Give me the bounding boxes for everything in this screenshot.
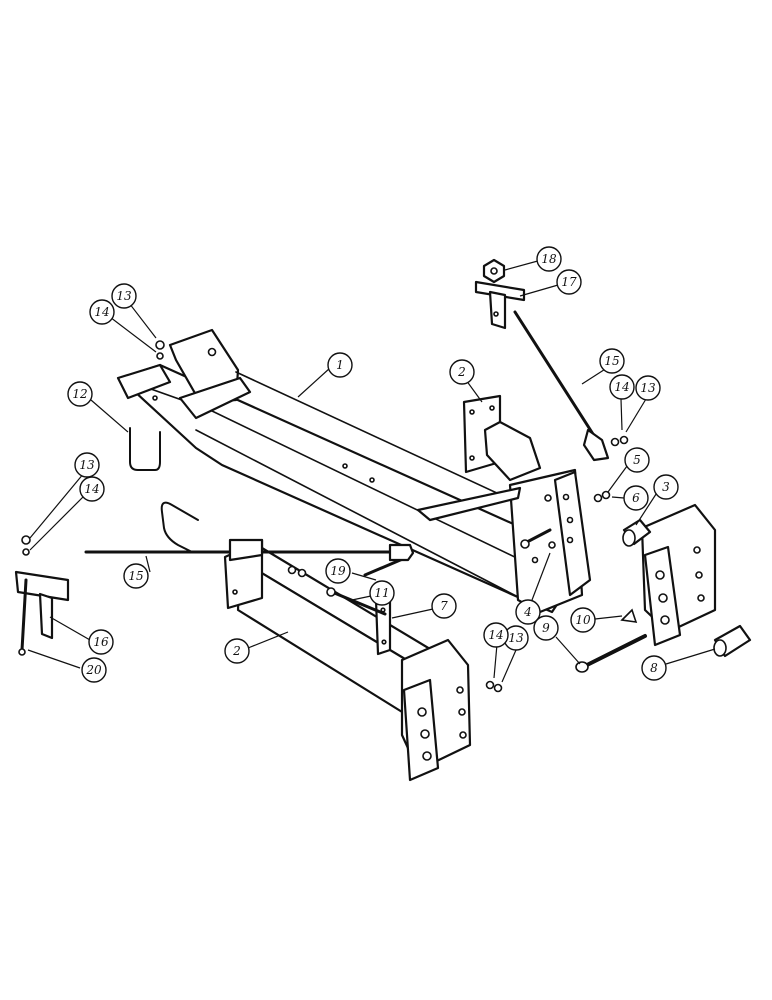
callout-8: 8 — [641, 655, 667, 681]
callout-13-top-left: 13 — [111, 283, 137, 309]
svg-text:9: 9 — [542, 621, 550, 635]
upper-crossbar-tube — [462, 394, 542, 482]
callout-5: 5 — [624, 447, 650, 473]
lower-mount-bracket — [400, 638, 472, 782]
svg-text:14: 14 — [614, 380, 629, 394]
svg-text:6: 6 — [632, 491, 640, 505]
callout-19: 19 — [325, 558, 351, 584]
nut-washer-group-f — [485, 680, 503, 693]
adjusting-rod-upper — [513, 310, 610, 462]
svg-text:8: 8 — [650, 661, 658, 675]
svg-text:14: 14 — [84, 482, 99, 496]
callout-2-lower: 2 — [224, 638, 250, 664]
svg-text:14: 14 — [488, 628, 503, 642]
callout-15-lower: 15 — [123, 563, 149, 589]
nut-washer-group-a — [155, 340, 165, 360]
callout-2-upper: 2 — [449, 359, 475, 385]
leader-lines — [27, 258, 716, 683]
callout-6: 6 — [623, 485, 649, 511]
svg-text:2: 2 — [232, 644, 241, 658]
u-bolt-left — [116, 363, 172, 471]
callout-18: 18 — [536, 246, 562, 272]
svg-text:13: 13 — [79, 458, 95, 472]
callout-7: 7 — [431, 593, 457, 619]
right-mount-bracket — [640, 503, 717, 647]
svg-text:4: 4 — [523, 605, 532, 619]
svg-text:10: 10 — [575, 613, 591, 627]
callout-14-bottom: 14 — [483, 622, 509, 648]
left-bracket — [14, 570, 70, 640]
callout-11: 11 — [369, 580, 395, 606]
callout-14-top-left: 14 — [89, 299, 115, 325]
svg-text:3: 3 — [662, 480, 670, 494]
svg-text:17: 17 — [561, 275, 577, 289]
linch-clip — [620, 608, 638, 623]
nut-washer-group-d — [593, 490, 611, 503]
svg-text:13: 13 — [508, 631, 524, 645]
svg-text:15: 15 — [128, 569, 143, 583]
bolt-11 — [326, 587, 387, 616]
nut-washer-group-b — [21, 535, 31, 556]
callout-4: 4 — [515, 599, 541, 625]
callout-1: 1 — [327, 352, 353, 378]
long-bolt — [18, 578, 28, 656]
svg-text:13: 13 — [640, 381, 656, 395]
callout-13-right: 13 — [635, 375, 661, 401]
svg-text:1: 1 — [336, 358, 344, 372]
nut-washer-group-c — [610, 435, 629, 447]
callout-9: 9 — [533, 615, 559, 641]
center-mast-plate — [416, 468, 592, 614]
lower-bushing — [713, 624, 752, 658]
svg-text:20: 20 — [85, 663, 102, 677]
callout-17: 17 — [556, 269, 582, 295]
svg-text:15: 15 — [604, 354, 619, 368]
svg-text:2: 2 — [457, 365, 466, 379]
callout-16: 16 — [88, 629, 114, 655]
svg-text:11: 11 — [374, 586, 389, 600]
svg-text:12: 12 — [72, 387, 87, 401]
callout-3: 3 — [653, 474, 679, 500]
callout-14-right: 14 — [609, 374, 635, 400]
callout-20: 20 — [81, 657, 107, 683]
upper-bushing — [622, 518, 652, 547]
svg-text:16: 16 — [93, 635, 109, 649]
svg-text:19: 19 — [330, 564, 346, 578]
callout-14-left: 14 — [79, 476, 105, 502]
u-bolt-lower — [160, 501, 199, 553]
svg-text:7: 7 — [440, 599, 448, 613]
callout-15-upper: 15 — [599, 348, 625, 374]
callout-12: 12 — [67, 381, 93, 407]
svg-text:14: 14 — [94, 305, 109, 319]
svg-text:13: 13 — [116, 289, 132, 303]
nut-washer-group-e — [287, 565, 307, 578]
hitch-pin — [575, 634, 647, 673]
callout-10: 10 — [570, 607, 596, 633]
svg-text:5: 5 — [633, 453, 641, 467]
upper-nut — [482, 258, 506, 284]
callout-13-left: 13 — [74, 452, 100, 478]
adjusting-rod-lower — [84, 538, 415, 562]
svg-text:18: 18 — [541, 252, 557, 266]
upper-bracket — [474, 280, 526, 330]
